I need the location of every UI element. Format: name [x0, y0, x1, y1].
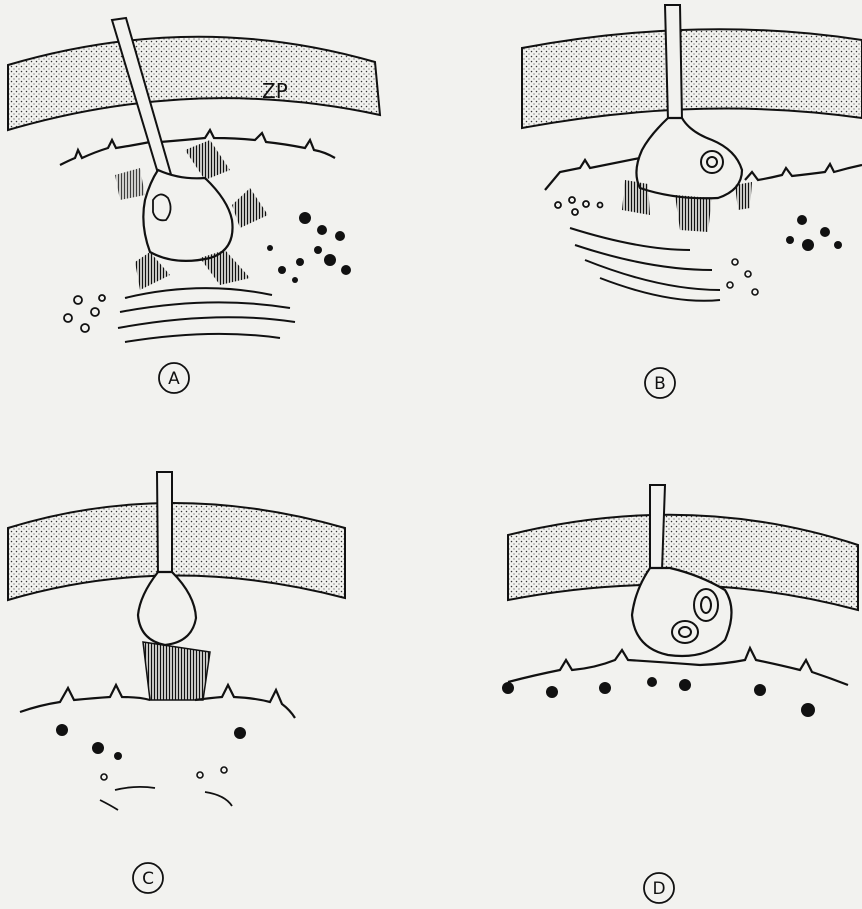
sperm-head-c [138, 572, 196, 645]
actin-bundle-b3 [735, 182, 752, 210]
actin-bundle-b2 [675, 195, 712, 232]
pronucleus-d2 [672, 621, 698, 643]
panel-d-label: D [652, 879, 665, 899]
vesicles-a-right [267, 212, 351, 283]
sperm-tail-d [650, 485, 665, 570]
sperm-tail-c [157, 472, 172, 575]
vesicles-c-light [101, 767, 227, 780]
panel-a-label: A [168, 369, 180, 389]
sperm-head-b [636, 118, 742, 198]
vesicles-b-right [786, 215, 842, 251]
cortical-granules-d [502, 677, 815, 717]
panel-a: A ZP [8, 18, 380, 393]
panel-d: D [502, 485, 858, 903]
golgi-b [570, 228, 720, 301]
sperm-nucleus-a [153, 194, 171, 220]
zona-pellucida-label: ZP [262, 79, 288, 103]
panel-b: B [522, 5, 862, 398]
golgi-c [100, 787, 232, 810]
sperm-nucleus-b [701, 151, 723, 173]
actin-bundle-b1 [622, 180, 650, 215]
vesicles-c-dark [56, 724, 246, 760]
panel-b-label: B [654, 374, 666, 394]
actin-bundle-a3 [232, 188, 268, 228]
pronucleus-d1 [694, 589, 718, 621]
zona-pellucida-b [522, 29, 862, 128]
sperm-tail-b [665, 5, 682, 120]
vesicles-b-bottom [727, 259, 758, 295]
zona-pellucida-a [8, 37, 380, 130]
panel-c-label: C [142, 869, 154, 889]
vesicles-a-left [64, 295, 105, 332]
actin-bundle-a5 [115, 168, 145, 200]
vesicles-b-left [555, 197, 603, 215]
fusion-junction-c [143, 642, 210, 700]
panel-c: C [8, 472, 345, 893]
actin-bundle-a4 [185, 140, 230, 180]
golgi-a [118, 288, 295, 342]
